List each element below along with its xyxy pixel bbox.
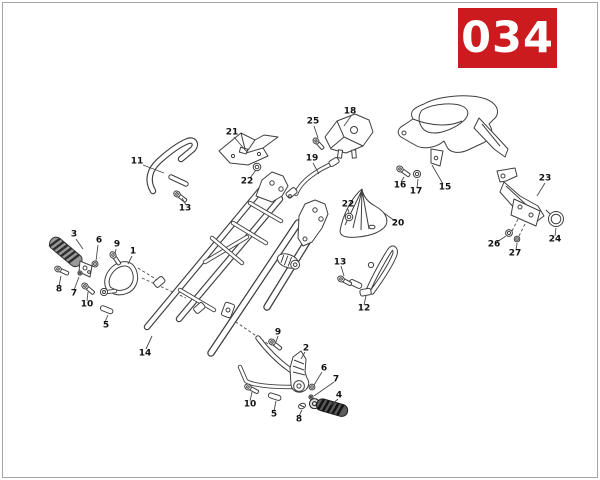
part-7-pin-left [77,270,83,276]
part-9-bolt-bottom [268,338,283,351]
part-5-pin-left [99,305,114,315]
part-22-nut-left [252,162,262,172]
part-3-footpeg-left [48,236,93,278]
part-4-footpeg-right [308,398,349,417]
part-12-grab-rail-right [359,248,396,297]
part-13-bolt-right [337,275,353,287]
part-21-bracket [218,132,279,166]
part-13-bolt-left [173,190,188,203]
part-8-clip-bottom [298,402,306,410]
part-7-washer-bottom [308,394,314,400]
part-25-bolt [312,137,325,150]
part-6-washer-bottom [308,383,316,391]
part-23-plate-bracket [496,167,545,227]
page-number-badge: 034 [458,8,557,68]
part-17-nut [412,169,422,179]
part-20-side-panel [339,188,388,238]
part-19-cable [285,157,340,199]
part-1-footpeg-bracket-left [99,264,135,297]
part-14-subframe [147,171,329,353]
part-10-bolt-bottom [244,383,260,395]
part-5-pin-bottom [267,392,282,401]
part-9-bolt-left [109,251,122,266]
part-22-nut-right [344,212,354,222]
part-27-washer [513,235,521,243]
part-24-reflector [545,209,564,227]
part-6-washer-left [91,260,99,268]
part-18-tail-light [324,113,374,159]
part-10-bolt-left [81,282,95,295]
leader-lines [58,115,557,417]
part-8-bolt-left [54,265,70,276]
assembly-dashed-lines [137,216,527,345]
part-15-rear-cowl [397,95,509,167]
part-11-grab-rail [150,141,195,191]
part-16-bolt [396,165,411,178]
part-2-footpeg-bracket-right [240,338,310,393]
page-number: 034 [461,13,554,63]
part-26-nut [505,229,513,237]
